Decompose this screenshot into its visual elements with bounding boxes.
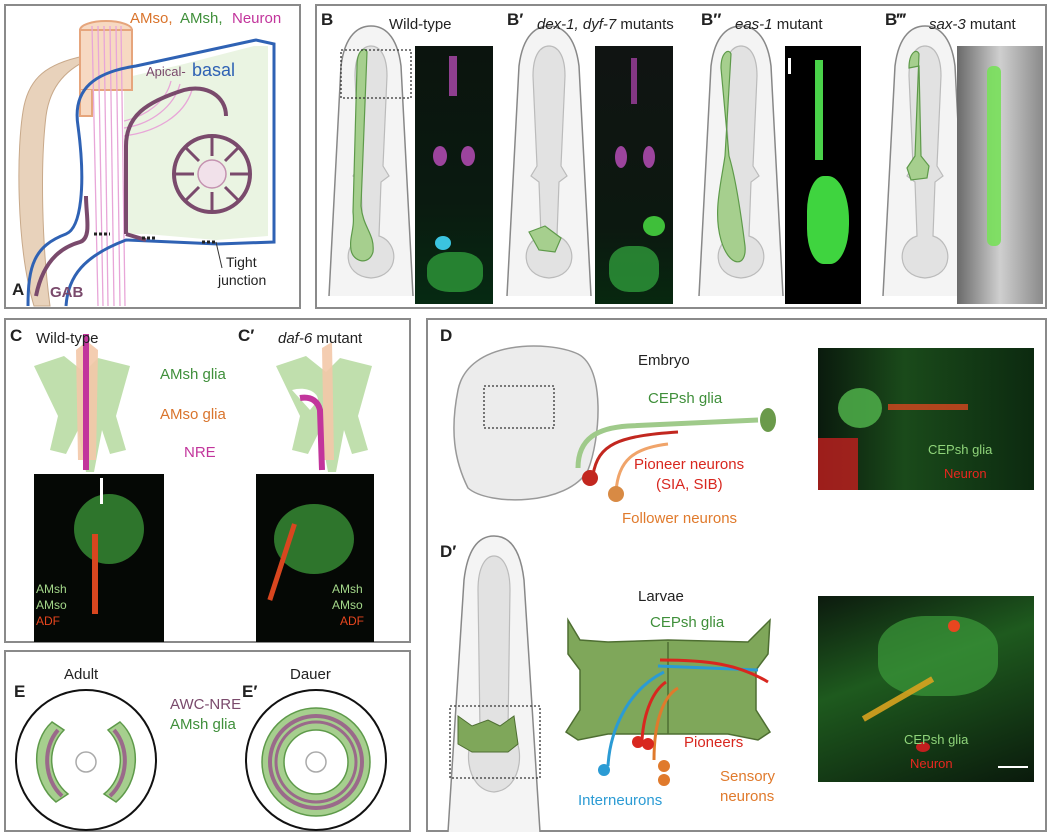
c-micro-amsh: AMsh <box>36 582 67 596</box>
c-legend-amso: AMso glia <box>160 406 226 423</box>
b3-suffix: mutant <box>965 16 1016 33</box>
d1-micro-cepsh: CEPsh glia <box>904 732 969 747</box>
c1-micrograph: AMsh AMso ADF <box>256 474 374 642</box>
d-micrograph: CEPsh glia Neuron <box>818 348 1034 490</box>
d-cepsh: CEPsh glia <box>648 390 723 407</box>
panel-d1-label: D′ <box>440 542 457 561</box>
legend-neuron: Neuron <box>232 10 282 27</box>
panel-d-diagrams <box>447 345 776 833</box>
d1-micrograph: CEPsh glia Neuron <box>818 596 1034 782</box>
b3-title: sax-3 mutant <box>929 16 1016 33</box>
c1-micro-amsh: AMsh <box>332 582 363 596</box>
b1-micrograph <box>595 46 673 304</box>
tight-junction-label-2: junction <box>218 272 267 288</box>
d1-title: Larvae <box>638 588 684 605</box>
c1-micro-amso: AMso <box>332 598 363 612</box>
panel-c1-label: C′ <box>238 326 255 345</box>
c-legend-nre: NRE <box>184 444 216 461</box>
d-micro-neuron: Neuron <box>944 466 987 481</box>
d1-sensory-1: Sensory <box>720 768 776 785</box>
b2-title: eas-1 mutant <box>735 16 823 33</box>
b2-suffix: mutant <box>772 16 823 33</box>
c1-suffix: mutant <box>312 330 363 347</box>
d-micro-cepsh: CEPsh glia <box>928 442 993 457</box>
b1-title: dex-1, dyf-7 mutants <box>537 16 674 33</box>
panel-b-diagrams <box>328 25 968 297</box>
b2-micrograph <box>785 46 861 304</box>
d-follower: Follower neurons <box>622 510 738 527</box>
c-title: Wild-type <box>36 330 99 347</box>
e-legend-awc: AWC-NRE <box>170 696 242 713</box>
panel-e-diagrams <box>15 689 387 831</box>
panel-c-label: C <box>10 326 23 345</box>
b1-suffix: mutants <box>616 16 674 33</box>
d1-interneurons: Interneurons <box>578 792 663 809</box>
panel-b3-label: B‴ <box>885 10 906 29</box>
d-pioneer-2: (SIA, SIB) <box>656 476 723 493</box>
basal-label: basal <box>192 60 236 80</box>
panel-b-label: B <box>321 10 334 29</box>
c-micro-adf: ADF <box>36 614 60 628</box>
c1-title: daf-6 mutant <box>278 330 362 347</box>
legend-amso: AMso, <box>130 10 173 27</box>
legend-amsh: AMsh, <box>180 10 223 27</box>
gab-label: GAB <box>50 284 84 301</box>
e1-title: Dauer <box>290 666 331 683</box>
panel-a-label: A <box>12 280 25 299</box>
panel-a: A AMso, AMsh, Neuron Apical- basal GAB T… <box>4 4 301 309</box>
c1-micro-adf: ADF <box>340 614 364 628</box>
d1-sensory-2: neurons <box>720 788 775 805</box>
b3-gene: sax-3 <box>929 16 966 33</box>
c1-gene: daf-6 <box>278 330 313 347</box>
panel-b: B Wild-type B′ dex-1, dyf-7 mutants B″ e… <box>315 4 1047 309</box>
panel-b1-label: B′ <box>507 10 524 29</box>
d1-cepsh: CEPsh glia <box>650 614 725 631</box>
panel-c-diagrams <box>34 334 372 472</box>
panel-a-diagram <box>18 20 276 307</box>
d-pioneer-1: Pioneer neurons <box>634 456 745 473</box>
panel-e1-label: E′ <box>242 682 258 701</box>
panel-c: C Wild-type C′ daf-6 mutant AMsh glia AM… <box>4 318 411 643</box>
panel-d-label: D <box>440 326 453 345</box>
e-title: Adult <box>64 666 99 683</box>
panel-e: E Adult E′ Dauer AWC-NRE AMsh glia <box>4 650 411 832</box>
c-legend-amsh: AMsh glia <box>160 366 226 383</box>
tight-junction-label-1: Tight <box>226 254 257 270</box>
c-micro-amso: AMso <box>36 598 67 612</box>
d1-micro-neuron: Neuron <box>910 756 953 771</box>
apical-label: Apical- <box>146 64 186 79</box>
b3-micrograph <box>957 46 1043 304</box>
panel-b2-label: B″ <box>701 10 722 29</box>
c-micrograph: AMsh AMso ADF <box>34 474 164 642</box>
d1-pioneers: Pioneers <box>684 734 744 751</box>
b1-genes: dex-1, dyf-7 <box>537 16 617 33</box>
b2-gene: eas-1 <box>735 16 773 33</box>
b-title: Wild-type <box>389 16 452 33</box>
b-micrograph <box>415 46 493 304</box>
e-legend-amsh: AMsh glia <box>170 716 236 733</box>
panel-d: D Embryo CEPsh glia Pioneer neurons (SIA… <box>426 318 1047 833</box>
d-title: Embryo <box>638 352 690 369</box>
panel-e-label: E <box>14 682 26 701</box>
